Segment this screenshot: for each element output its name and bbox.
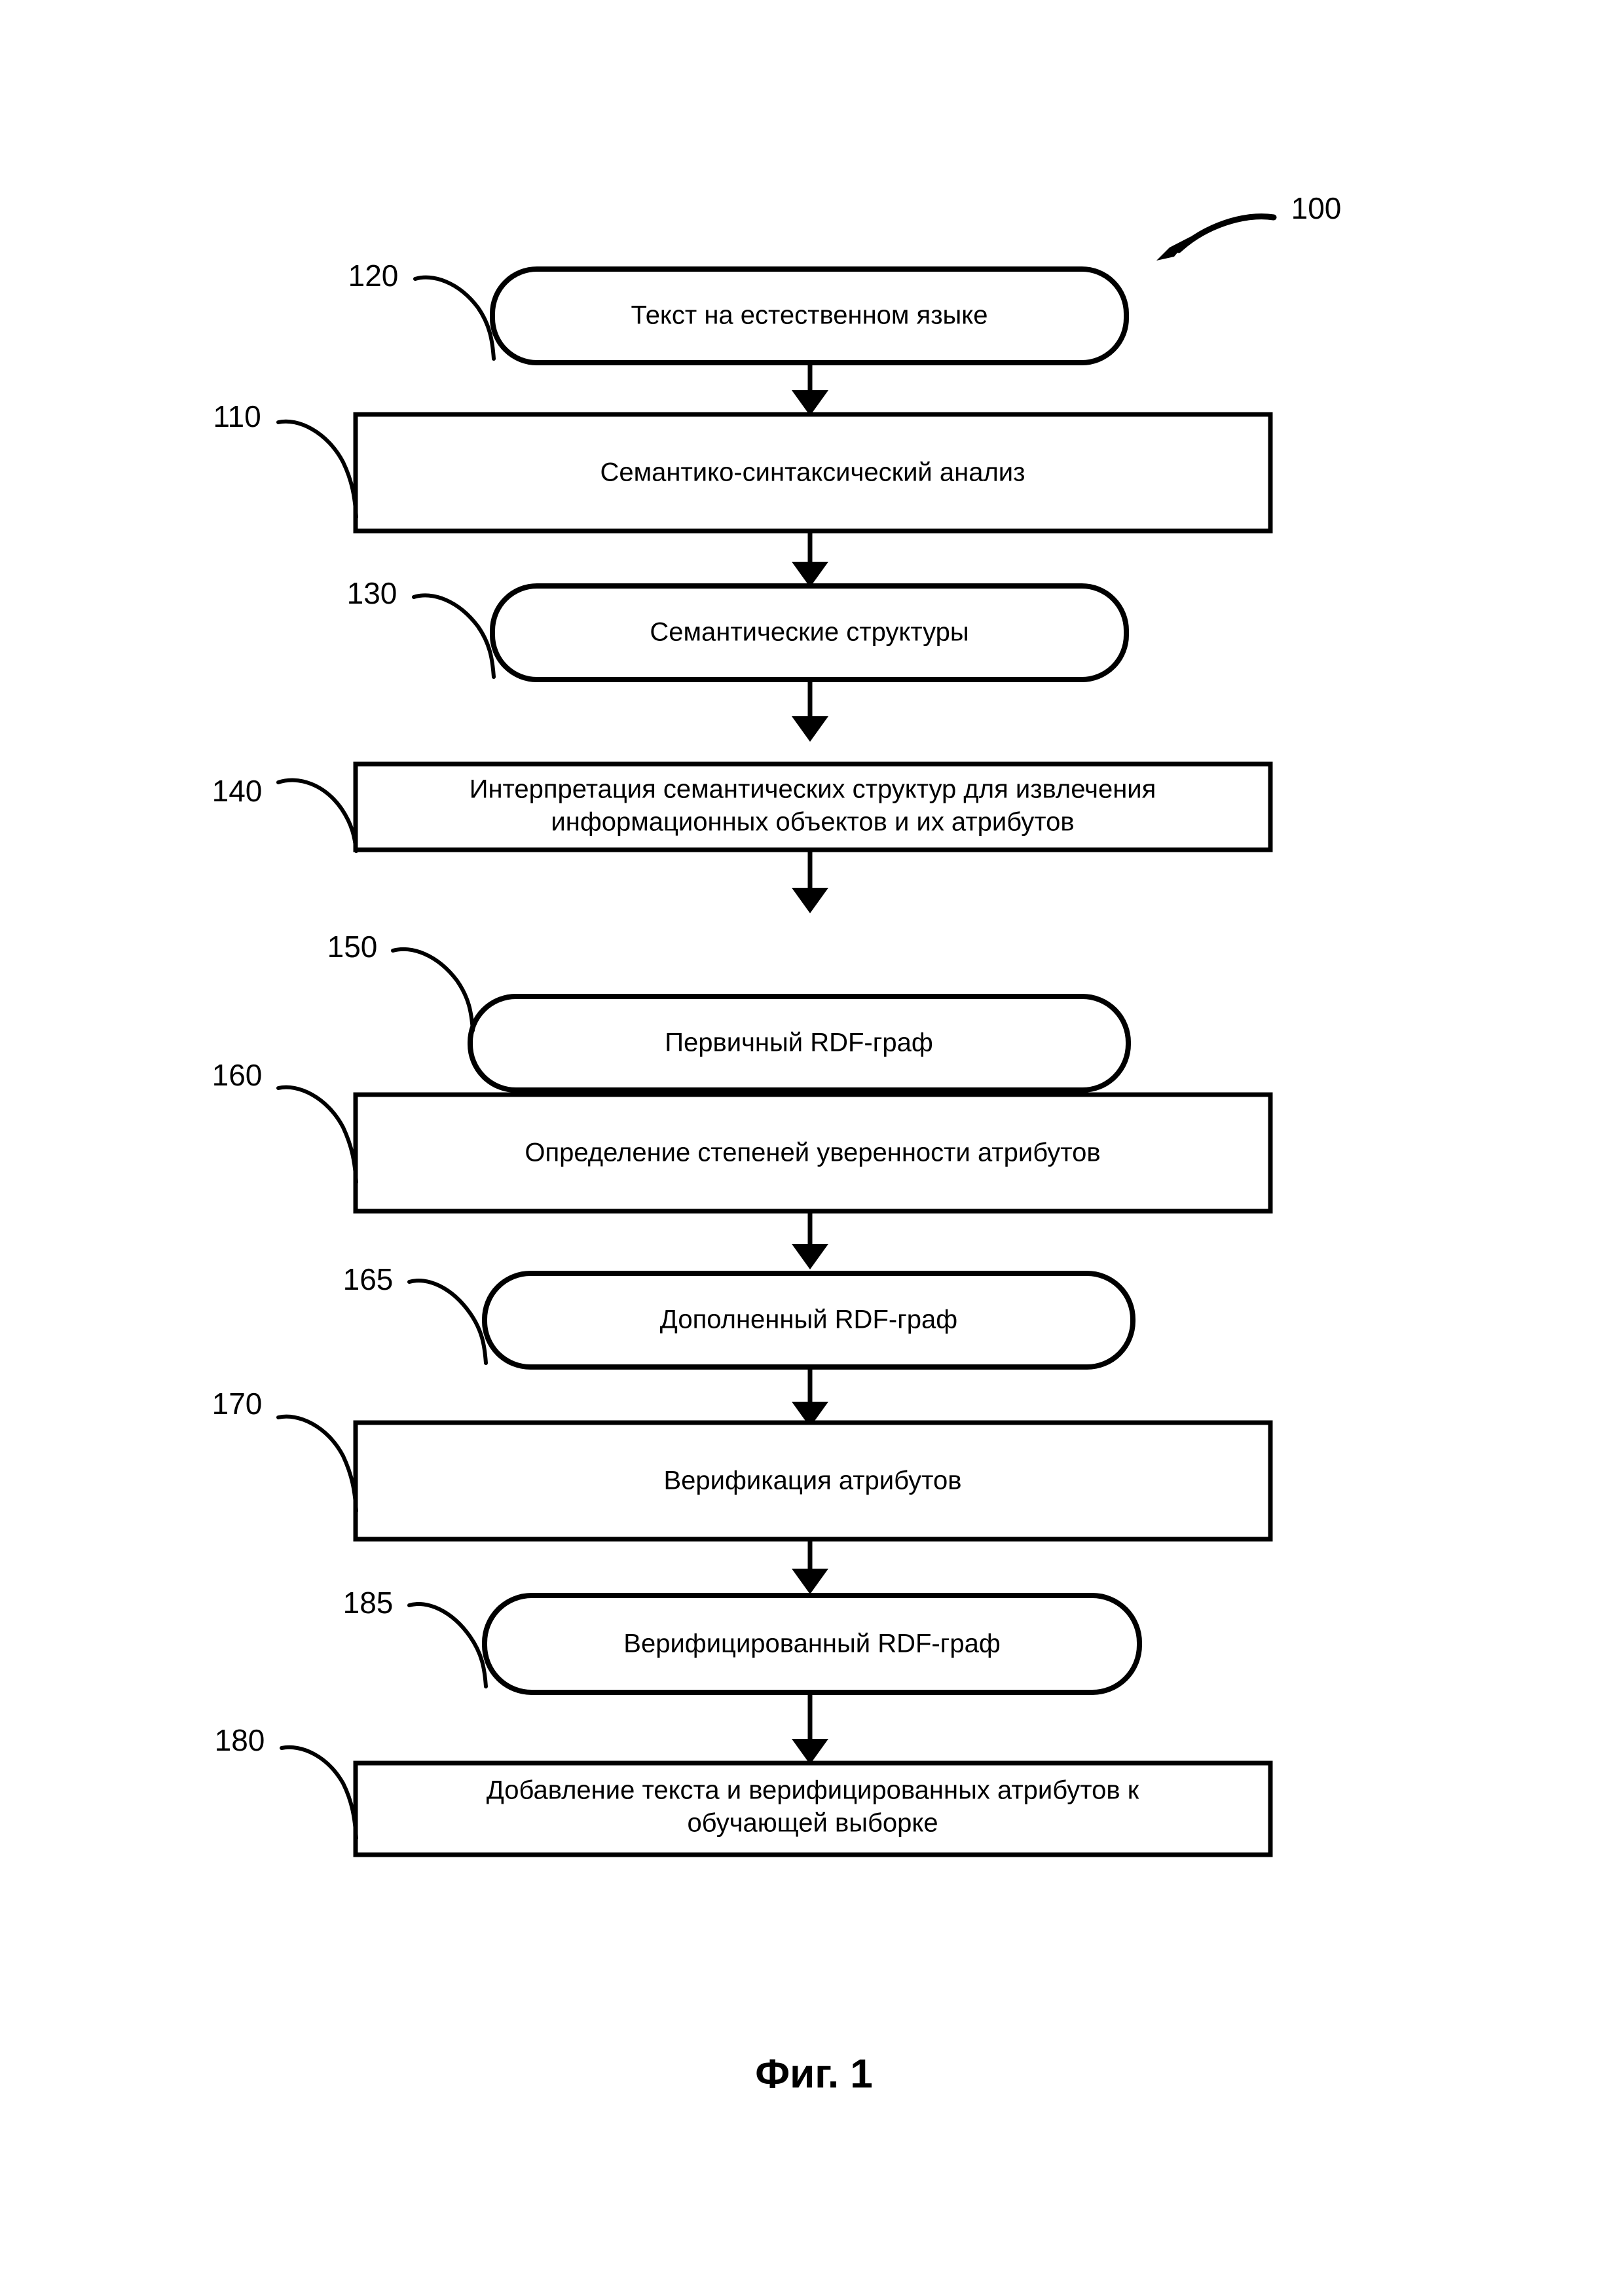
leader-line-150 <box>391 947 475 1032</box>
diagram-reference-100: 100 <box>1156 191 1341 261</box>
reference-100-arrowhead <box>1156 236 1191 261</box>
reference-number-140: 140 <box>212 774 263 808</box>
connector-130-140-head <box>792 716 828 742</box>
connector-110-130 <box>792 531 828 587</box>
leader-160: 160 <box>212 1058 358 1184</box>
node-attribute-confidence-determination[interactable]: Определение степеней уверенности атрибут… <box>353 1092 1273 1214</box>
reference-number-180: 180 <box>215 1723 265 1757</box>
leader-120: 120 <box>348 259 496 361</box>
leader-185: 185 <box>343 1586 488 1688</box>
connector-185-180-head <box>792 1739 828 1764</box>
leader-180: 180 <box>215 1723 358 1840</box>
leader-150: 150 <box>327 930 475 1032</box>
node-natural-language-text[interactable]: Текст на естественном языке <box>490 266 1129 365</box>
node-160-shape[interactable] <box>353 1092 1273 1214</box>
connector-160-165-head <box>792 1244 828 1269</box>
node-180-shape[interactable] <box>353 1760 1273 1857</box>
connector-185-180 <box>792 1692 828 1764</box>
node-add-text-and-verified-attributes-to-training-set[interactable]: Добавление текста и верифицированных атр… <box>353 1760 1273 1857</box>
node-semantic-structures[interactable]: Семантические структуры <box>490 583 1129 682</box>
node-150-label: Первичный RDF-граф <box>665 1029 933 1057</box>
reference-number-170: 170 <box>212 1387 263 1421</box>
connector-165-170 <box>792 1367 828 1427</box>
node-180-label-line2: обучающей выборке <box>687 1809 938 1838</box>
node-140-label-line1: Интерпретация семантических структур для… <box>470 775 1156 804</box>
reference-number-130: 130 <box>347 576 397 610</box>
node-attribute-verification[interactable]: Верификация атрибутов <box>353 1420 1273 1542</box>
leader-line-140 <box>276 778 358 853</box>
node-augmented-rdf-graph[interactable]: Дополненный RDF-граф <box>482 1271 1135 1370</box>
connector-170-185 <box>792 1539 828 1594</box>
node-110-label: Семантико-синтаксический анализ <box>600 458 1025 487</box>
reference-number-150: 150 <box>327 930 378 964</box>
leader-line-110 <box>276 419 358 519</box>
leader-line-170 <box>276 1414 358 1513</box>
connector-120-110 <box>792 363 828 416</box>
leader-line-160 <box>276 1085 358 1184</box>
reference-number-160: 160 <box>212 1058 263 1092</box>
connector-140-150-head <box>792 888 828 913</box>
leader-line-185 <box>407 1602 488 1688</box>
connector-120-110-head <box>792 390 828 416</box>
node-interpretation-of-semantic-structures[interactable]: Интерпретация семантических структур для… <box>353 761 1273 852</box>
node-170-label: Верификация атрибутов <box>663 1467 961 1495</box>
leader-140: 140 <box>212 774 358 853</box>
connector-110-130-head <box>792 562 828 587</box>
node-primary-rdf-graph[interactable]: Первичный RDF-граф <box>468 994 1131 1093</box>
node-140-label-line2: информационных объектов и их атрибутов <box>551 808 1074 837</box>
node-120-label: Текст на естественном языке <box>631 301 988 330</box>
reference-number-165: 165 <box>343 1262 394 1296</box>
node-180-label-line1: Добавление текста и верифицированных атр… <box>487 1776 1139 1805</box>
leader-165: 165 <box>343 1262 488 1365</box>
node-semantic-syntactic-analysis[interactable]: Семантико-синтаксический анализ <box>353 412 1273 534</box>
leader-line-180 <box>280 1745 358 1840</box>
node-185-label: Верифицированный RDF-граф <box>623 1630 1000 1658</box>
reference-number-120: 120 <box>348 259 399 293</box>
leader-110: 110 <box>213 399 358 519</box>
node-140-shape[interactable] <box>353 761 1273 852</box>
connector-170-185-head <box>792 1569 828 1594</box>
reference-number-100: 100 <box>1291 191 1342 225</box>
leader-line-130 <box>412 593 496 679</box>
figure-caption: Фиг. 1 <box>755 2051 873 2096</box>
node-170-shape[interactable] <box>353 1420 1273 1542</box>
reference-number-185: 185 <box>343 1586 394 1620</box>
leader-130: 130 <box>347 576 496 679</box>
node-165-label: Дополненный RDF-граф <box>660 1305 957 1334</box>
leader-line-120 <box>413 275 496 361</box>
connector-160-165 <box>792 1211 828 1269</box>
connector-165-170-head <box>792 1402 828 1427</box>
node-130-label: Семантические структуры <box>650 618 969 647</box>
connector-130-140 <box>792 680 828 742</box>
connector-140-150 <box>792 850 828 913</box>
reference-number-110: 110 <box>213 399 261 433</box>
reference-100-leader <box>1175 213 1277 253</box>
node-160-label: Определение степеней уверенности атрибут… <box>525 1139 1100 1167</box>
node-verified-rdf-graph[interactable]: Верифицированный RDF-граф <box>482 1593 1142 1695</box>
node-110-shape[interactable] <box>353 412 1273 534</box>
node-150-shape[interactable] <box>468 994 1131 1093</box>
leader-line-165 <box>407 1279 488 1365</box>
leader-170: 170 <box>212 1387 358 1513</box>
